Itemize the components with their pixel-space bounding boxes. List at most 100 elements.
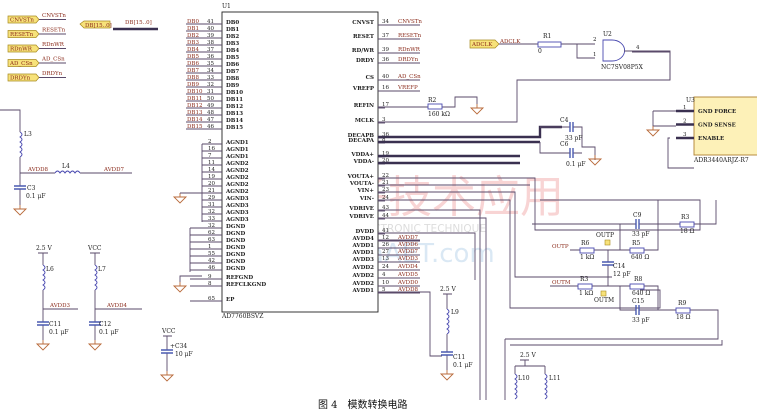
adclk-net-label: ADCLK [499, 39, 521, 45]
c11b-ref: C11 [453, 354, 465, 361]
db-net-label: DB2 [187, 33, 199, 39]
pin-name: DB7 [226, 69, 239, 75]
pin-name: AVDD2 [351, 265, 374, 271]
pin-name: DGND [226, 245, 245, 251]
pin-number: 14 [208, 167, 215, 173]
pin-number: 42 [208, 258, 215, 264]
pin-name: AGND2 [225, 175, 249, 181]
u1-ref: U1 [222, 3, 231, 10]
port-rdnwr [7, 44, 40, 53]
u2-pin-y: 4 [636, 45, 640, 51]
c34-value: 10 μF [175, 351, 193, 358]
port-resetn [7, 30, 40, 38]
pin-number: 16 [382, 85, 389, 91]
pin-name: DB0 [226, 20, 239, 26]
pin-number: 32 [207, 82, 214, 88]
pin-name: DB10 [226, 90, 243, 96]
c11-ref: C11 [49, 321, 61, 328]
pin-name: AGND3 [225, 203, 249, 209]
pin-number: 41 [382, 228, 389, 234]
pin-number: 8 [382, 137, 386, 143]
pin-number: 46 [207, 124, 214, 130]
pin-name: DGND [226, 266, 245, 272]
net-avdd4: AVDD4 [106, 303, 127, 309]
pin-number: 63 [208, 237, 215, 243]
pin-name: DGND [226, 259, 245, 265]
pin-name: DB6 [226, 62, 239, 68]
c4-value: 33 pF [565, 135, 583, 142]
pin-number: 11 [208, 160, 215, 166]
port-net-label: RDnWR [42, 42, 65, 48]
net-label: CNVSTn [398, 19, 422, 25]
pin-name: VDRIVE [348, 214, 374, 220]
l6-ref: L6 [46, 266, 54, 273]
pin-number: 8 [208, 281, 212, 287]
pin-number: 12 [382, 235, 389, 241]
l6-supply: 2.5 V [36, 245, 52, 252]
db-net-label: DB4 [187, 47, 199, 53]
c3-ref: C3 [27, 185, 36, 192]
db-net-label: DB15 [187, 124, 203, 130]
pin-number: 10 [382, 280, 389, 286]
db-bus: DB[15..0] DB[15..0] [79, 20, 158, 31]
pin-name: AGND3 [225, 210, 249, 216]
decap-capacitors: C4 33 pF C6 0.1 μF [539, 117, 602, 168]
bus-net-label: DB[15..0] [125, 20, 152, 26]
net-label: AVDD7 [397, 249, 418, 255]
pin-number: 1 [208, 244, 212, 250]
pin-number: 7 [208, 153, 212, 159]
pin-number: 40 [382, 74, 389, 80]
pin-name: AVDD1 [351, 288, 374, 294]
bus-port [79, 20, 111, 29]
u2-pin-b: 1 [593, 52, 597, 58]
pin-name: REFGND [226, 275, 253, 281]
l10-supply: 2.5 V [520, 352, 536, 359]
c34-ref: +C34 [170, 343, 187, 350]
pin-number: 47 [207, 117, 214, 123]
control-ports: CNVSTnCNVSTnRESETnRESETnRDnWRRDnWRAD_CSn… [7, 13, 66, 82]
c9-value: 33 pF [632, 231, 650, 238]
pin-name: DGND [226, 238, 245, 244]
u2-part: NC7SV08P5X [601, 64, 644, 71]
pin-number: 62 [208, 230, 215, 236]
pin-number: 9 [208, 274, 212, 280]
pin-number: 3 [382, 117, 386, 123]
r3a-ref: R3 [681, 214, 690, 221]
pin-name: RD/WR [352, 48, 375, 54]
net-label: RDnWR [398, 47, 421, 53]
pin-name: VDDA+ [350, 152, 374, 158]
pin-number: 35 [207, 61, 214, 67]
pin-name: MCLK [355, 118, 374, 124]
output-filter: C9 33 pF R3 18 Ω OUTP OUTP R6 1 kΩ R5 64… [505, 200, 719, 340]
u3-pin-number: 3 [683, 132, 687, 138]
figure-caption: 图 4 模数转换电路 [318, 398, 408, 411]
pin-number: 16 [208, 146, 215, 152]
r5-value: 640 Ω [631, 254, 649, 261]
db-net-label: DB3 [187, 40, 199, 46]
pin-name: AGND3 [225, 196, 249, 202]
db-net-label: DB12 [187, 103, 202, 109]
pin-name: AVDD4 [351, 236, 374, 242]
r6-value: 1 kΩ [580, 254, 594, 261]
u3-part: ADR3440ARJZ-R7 [693, 157, 749, 164]
pin-name: DECAPA [348, 138, 374, 144]
pin-name: AGND2 [225, 168, 249, 174]
r5-ref: R5 [632, 240, 641, 247]
pin-name: DB5 [226, 55, 239, 61]
pin-name: AGND1 [225, 154, 249, 160]
pin-name: AGND2 [225, 161, 249, 167]
pin-name: DRDY [356, 58, 374, 64]
pin-number: 33 [208, 216, 215, 222]
pin-name: DB2 [226, 34, 239, 40]
port-label: RESETn [10, 32, 34, 38]
port-drdyn [7, 73, 40, 82]
net-avdd7: AVDD7 [103, 167, 124, 173]
pin-name: DB11 [226, 97, 243, 103]
pin-name: REFIN [354, 103, 374, 109]
l11-ref: L11 [549, 375, 561, 382]
r2-resistor: R2 160 kΩ [378, 96, 484, 118]
db-net-label: DB5 [187, 54, 199, 60]
r1-value: 0 [538, 48, 542, 55]
